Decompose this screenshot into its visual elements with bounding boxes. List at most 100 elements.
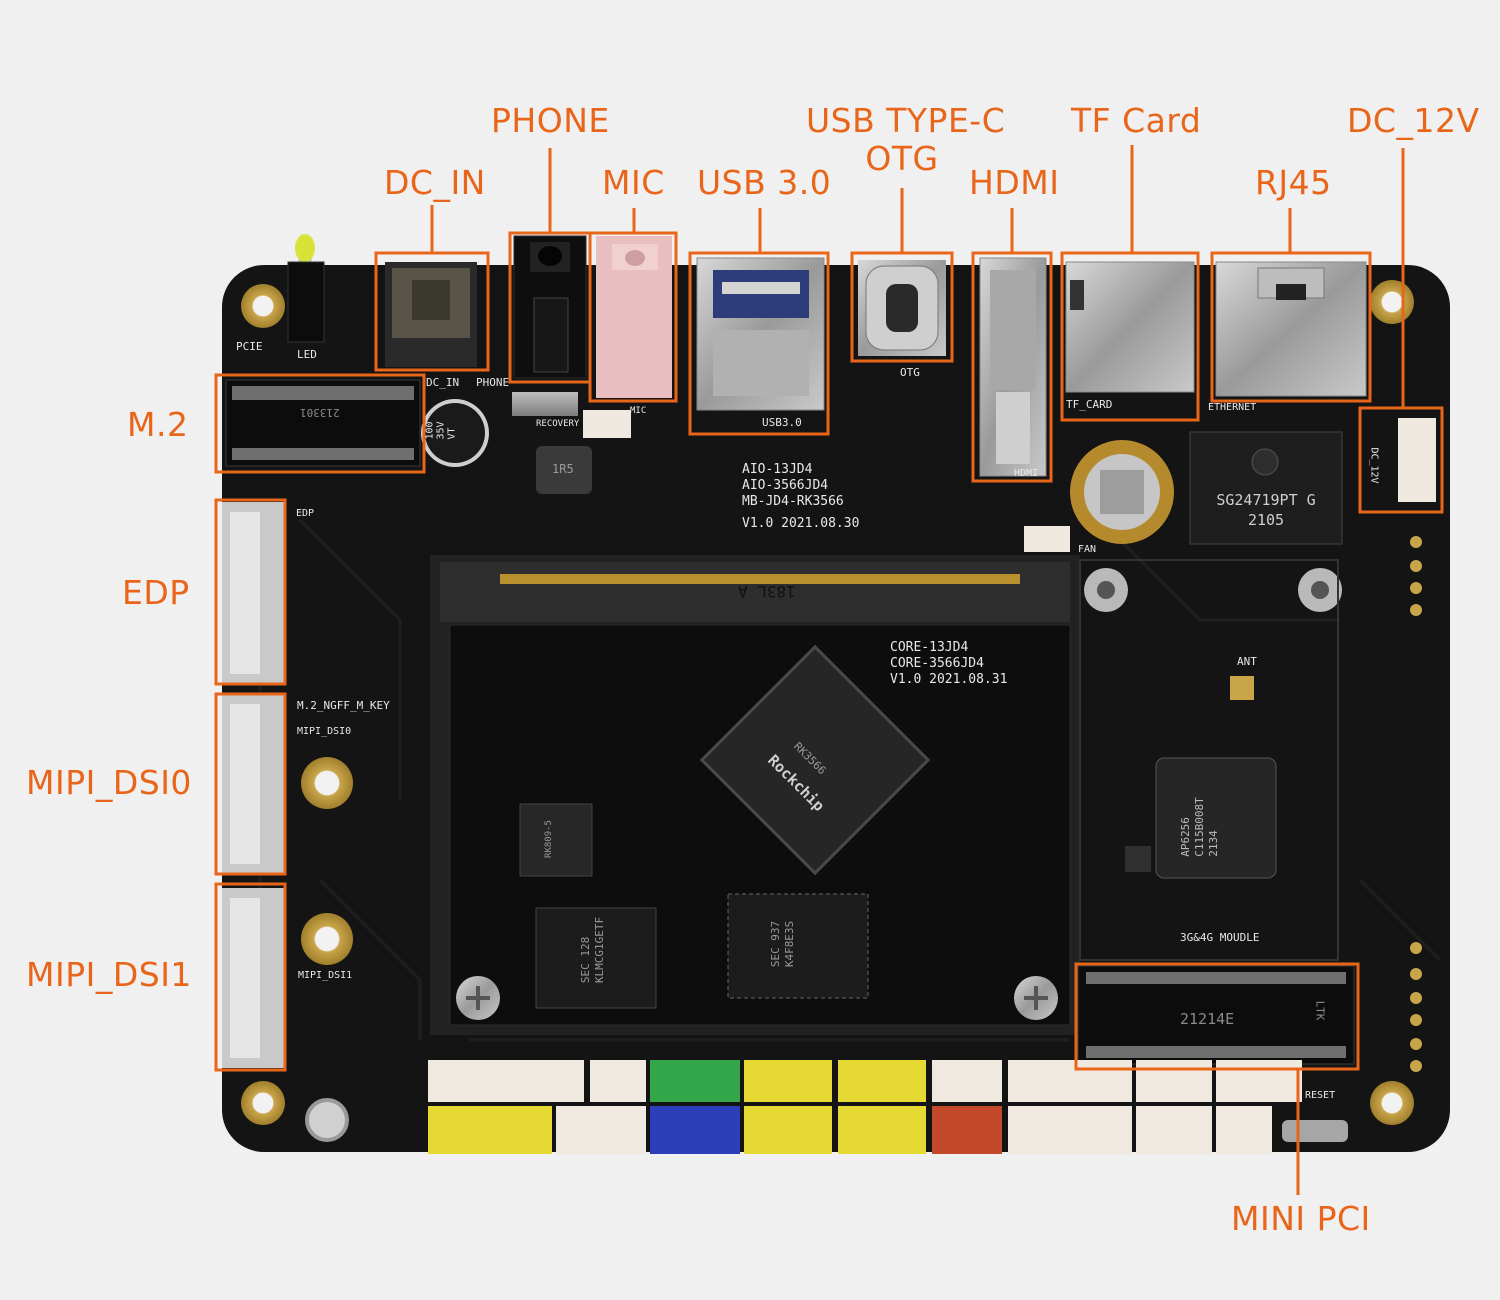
label-usb-type-c-line1: USB TYPE-C (806, 101, 1006, 140)
label-rj45: RJ45 (1255, 163, 1332, 202)
silk-ram-line2: K4F8E3S (783, 920, 797, 968)
silk-emmc: SEC 128 KLMCG1GETF (579, 917, 607, 983)
silk-wifi: AP6256 C115B008T 2134 (1179, 797, 1221, 857)
label-hdmi: HDMI (969, 163, 1060, 202)
silk-board-line4: V1.0 2021.08.30 (742, 516, 860, 531)
silk-ram: SEC 937 K4F8E3S (769, 921, 797, 967)
coin-battery (1070, 440, 1174, 544)
silk-minipci-mark: LTK (1313, 1000, 1327, 1021)
silk-fan: FAN (1078, 544, 1097, 555)
mic-header (583, 410, 631, 438)
silk-inductor: 1R5 (552, 462, 574, 476)
mini-pci-slot (1077, 965, 1355, 1065)
phone-jack (513, 235, 587, 379)
pmic-chip (519, 803, 593, 877)
hdmi-port (979, 257, 1047, 477)
silk-board-id: AIO-13JD4 AIO-3566JD4 MB-JD4-RK3566 V1.0… (742, 462, 859, 532)
silk-wifi-line2: C115B008T (1192, 797, 1206, 857)
label-usb30: USB 3.0 (697, 163, 832, 202)
inductor (536, 446, 592, 494)
callout-boxes (214, 231, 1444, 1072)
silk-otg: OTG (900, 366, 920, 379)
silk-dc-12v: DC_12V (1368, 447, 1380, 484)
mipi-dsi0-connector (222, 694, 286, 874)
led-component (287, 234, 325, 343)
label-mipi-dsi0: MIPI_DSI0 (26, 763, 192, 802)
silk-eth-chip-line1: SG24719PT G (1216, 491, 1316, 509)
reset-button (1282, 1120, 1348, 1142)
label-m2: M.2 (127, 405, 189, 444)
silk-m2-code: 213301 (300, 406, 340, 419)
silk-edp: EDP (296, 508, 315, 519)
silk-core-id: CORE-13JD4 CORE-3566JD4 V1.0 2021.08.31 (890, 640, 1007, 688)
silk-recovery: RECOVERY (536, 419, 580, 429)
silk-emmc-line1: SEC 128 (579, 936, 593, 984)
silk-wifi-line3: 2134 (1206, 830, 1220, 857)
bottom-headers (428, 1060, 1302, 1154)
usb-type-c-port (858, 260, 946, 356)
silk-cap-line2: 35V (435, 421, 447, 440)
silk-emmc-line2: KLMCG1GETF (593, 916, 607, 984)
mic-jack (596, 236, 672, 398)
label-edp: EDP (122, 573, 190, 612)
label-tf-card: TF Card (1071, 101, 1202, 140)
dc-in-jack (385, 262, 477, 367)
silk-usb30: USB3.0 (762, 416, 802, 429)
silk-phone: PHONE (476, 376, 510, 389)
rj45-port (1215, 261, 1367, 397)
silk-sodimm: 183L A (738, 582, 796, 601)
rk3566-soc (699, 644, 931, 876)
leader-lines (430, 145, 1405, 1195)
silk-ant: ANT (1237, 655, 1257, 668)
edp-connector (222, 502, 286, 684)
silk-pmic: RK809-5 (543, 820, 554, 858)
silk-cap-line3: VT (446, 427, 458, 440)
silk-cap: 100 35V VT (425, 421, 458, 439)
ethernet-transformer (1189, 431, 1343, 545)
label-mic: MIC (602, 163, 665, 202)
ram-chip (727, 893, 869, 999)
label-mipi-dsi1: MIPI_DSI1 (26, 955, 192, 994)
silk-mipi-dsi1: MIPI_DSI1 (298, 970, 353, 981)
silk-mipi-dsi0: MIPI_DSI0 (297, 726, 352, 737)
label-usb-type-c: USB TYPE-C OTG (806, 101, 1006, 178)
silk-hdmi: HDMI (1014, 468, 1039, 479)
module-4g-area (1079, 559, 1339, 961)
capacitor (421, 399, 489, 467)
label-mini-pci: MINI PCI (1231, 1199, 1371, 1238)
emmc-chip (535, 907, 657, 1009)
fan-header (1024, 526, 1070, 552)
silk-reset: RESET (1305, 1090, 1336, 1101)
label-dc-12v: DC_12V (1347, 101, 1480, 140)
label-phone: PHONE (491, 101, 610, 140)
label-usb-type-c-line2: OTG (865, 139, 939, 178)
silk-board-line2: AIO-3566JD4 (742, 478, 829, 493)
silk-ethernet: ETHERNET (1208, 402, 1257, 413)
label-dc-in: DC_IN (384, 163, 486, 202)
silk-board-line1: AIO-13JD4 (742, 462, 813, 477)
silk-m2-key: M.2_NGFF_M_KEY (297, 699, 390, 712)
silk-wifi-line1: AP6256 (1178, 817, 1192, 857)
silk-pcie: PCIE (236, 340, 263, 353)
silk-minipci-code: 21214E (1180, 1010, 1235, 1028)
silk-3g4g-module: 3G&4G MOUDLE (1180, 931, 1260, 944)
usb30-port (696, 257, 825, 411)
silk-core-line2: CORE-3566JD4 (890, 656, 984, 671)
silk-ram-line1: SEC 937 (769, 920, 783, 968)
silk-mic: MIC (630, 406, 647, 416)
mipi-dsi1-connector (222, 888, 286, 1068)
m2-slot (225, 379, 421, 467)
right-edge-pins (1410, 536, 1422, 1072)
pcb-traces (258, 518, 1442, 1042)
tf-card-slot (1065, 261, 1195, 393)
silk-tf-card: TF_CARD (1066, 398, 1113, 411)
silk-core-line3: V1.0 2021.08.31 (890, 672, 1008, 687)
silk-core-line1: CORE-13JD4 (890, 640, 969, 655)
silk-led: LED (297, 348, 317, 361)
silk-eth-chip-line2: 2105 (1247, 511, 1285, 529)
silk-dc-in: DC_IN (426, 376, 460, 389)
recovery-button (512, 392, 578, 416)
silk-cap-line1: 100 (424, 421, 436, 440)
silk-eth-chip: SG24719PT G 2105 (1206, 490, 1326, 530)
